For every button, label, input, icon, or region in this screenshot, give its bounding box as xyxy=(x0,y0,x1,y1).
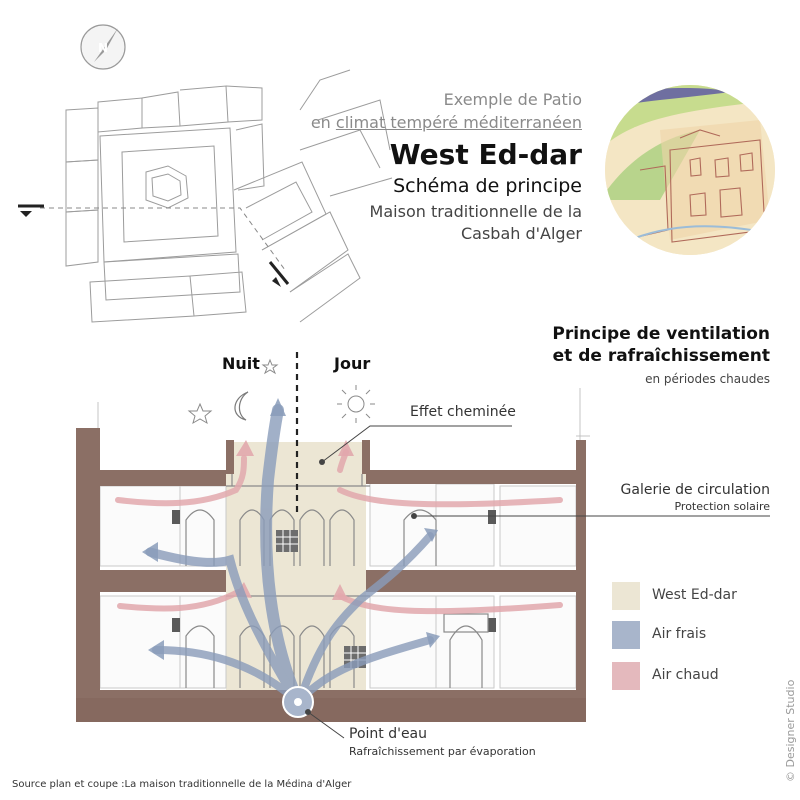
page-title: West Ed-dar xyxy=(389,138,582,171)
climate-link[interactable]: climat tempéré méditerranéen xyxy=(335,113,582,132)
annotation-leader-lines xyxy=(307,425,770,739)
building-section-drawing xyxy=(76,388,590,722)
designer-credit: © Designer Studio xyxy=(784,679,797,782)
section-cut-line xyxy=(18,204,290,287)
section-title-line2: et de rafraîchissement xyxy=(552,346,770,366)
sun-icon xyxy=(337,385,375,423)
cool-air-flows xyxy=(145,404,434,712)
source-footnote: Source plan et coupe :La maison traditio… xyxy=(12,779,352,790)
legend-swatch-air-chaud xyxy=(612,662,640,690)
gallery-sublabel: Protection solaire xyxy=(674,500,770,513)
floor-plan-sketch xyxy=(65,69,393,323)
casbah-watercolor-illustration xyxy=(605,85,775,255)
warm-air-flows xyxy=(115,449,563,615)
legend-label-air-chaud: Air chaud xyxy=(652,667,719,683)
patio-area xyxy=(226,442,366,718)
chimney-effect-label: Effet cheminée xyxy=(410,404,516,420)
gallery-label: Galerie de circulation xyxy=(620,482,770,498)
house-description-line1: Maison traditionnelle de la xyxy=(369,202,582,221)
section-note: en périodes chaudes xyxy=(645,372,770,386)
water-point-label: Point d'eau xyxy=(349,726,428,742)
page-subtitle: Schéma de principe xyxy=(393,175,582,197)
legend-label-west-ed-dar: West Ed-dar xyxy=(652,587,737,603)
house-description-line2: Casbah d'Alger xyxy=(460,224,582,243)
north-compass-icon: N xyxy=(80,24,126,70)
header-line2: en climat tempéré méditerranéen xyxy=(311,113,582,132)
section-title-line1: Principe de ventilation xyxy=(552,324,770,344)
legend-swatch-air-frais xyxy=(612,621,640,649)
header-line1: Exemple de Patio xyxy=(443,90,582,109)
day-label: Jour xyxy=(334,354,371,373)
water-point-sublabel: Rafraîchissement par évaporation xyxy=(349,745,536,758)
legend-label-air-frais: Air frais xyxy=(652,626,707,642)
header-line2-prefix: en xyxy=(310,113,331,132)
legend-swatch-west-ed-dar xyxy=(612,582,640,610)
star-icon xyxy=(187,358,279,425)
night-label: Nuit xyxy=(222,354,260,373)
moon-icon xyxy=(234,391,249,421)
svg-text:N: N xyxy=(98,41,108,55)
